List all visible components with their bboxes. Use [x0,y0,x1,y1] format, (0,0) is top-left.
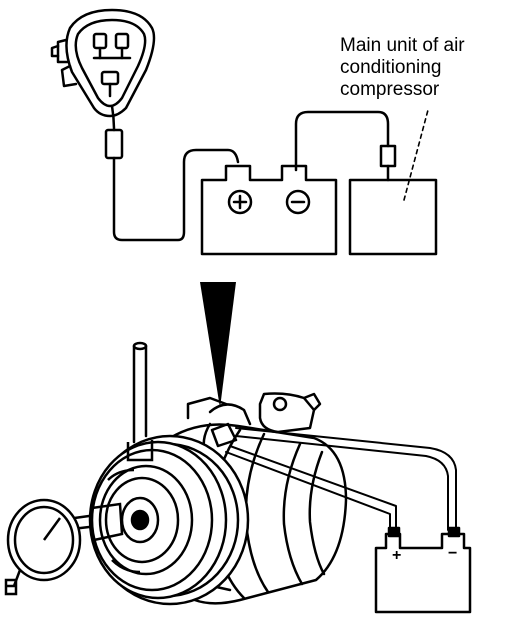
upper-wiring [104,104,397,242]
label-line-3: compressor [340,79,440,100]
lower-positive-symbol: + [392,547,401,564]
dial-gauge-icon [4,498,82,596]
lower-negative-symbol: − [448,545,457,562]
test-leads [225,427,457,531]
positive-terminal-icon [227,189,253,215]
upper-battery [200,164,338,256]
negative-terminal-icon [285,189,311,215]
connector-plug [50,8,156,118]
inline-connector [104,128,124,160]
pointer-arrow-icon [200,282,236,408]
label-line-1: Main unit of air [340,35,465,56]
compressor-connector [379,144,397,168]
lower-battery [374,526,472,614]
compressor-label: Main unit of air conditioning compressor [340,35,512,101]
label-line-2: conditioning [340,57,442,78]
clutch-pulley [88,434,250,606]
compressor-unit-box [348,109,438,256]
